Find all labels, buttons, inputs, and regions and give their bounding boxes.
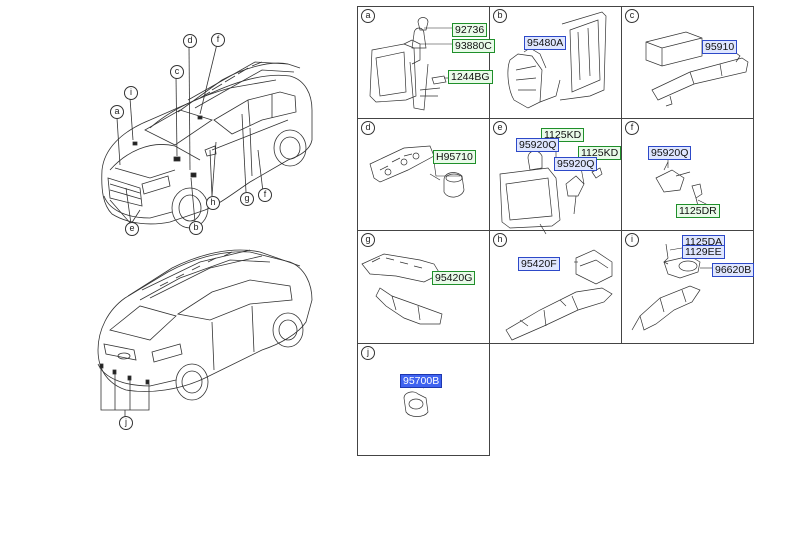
cell-letter-b: b [493, 9, 507, 23]
part-label-92736[interactable]: 92736 [452, 23, 488, 37]
callout-e[interactable]: e [125, 222, 139, 236]
callout-g[interactable]: g [240, 192, 254, 206]
part-label-93880c[interactable]: 93880C [452, 39, 495, 53]
part-label-1244bg[interactable]: 1244BG [448, 70, 493, 84]
cell-letter-e: e [493, 121, 507, 135]
front-vehicle-illustration [101, 43, 313, 229]
cell-g-sketch [361, 253, 443, 325]
cell-letter-c: c [625, 9, 639, 23]
cell-b-sketch [507, 11, 607, 109]
callout-i[interactable]: i [124, 86, 138, 100]
cell-e-sketch [499, 137, 603, 235]
cell-a-sketch [369, 17, 447, 111]
cell-j-sketch [403, 383, 429, 417]
cell-letter-h: h [493, 233, 507, 247]
callout-a[interactable]: a [110, 105, 124, 119]
part-label-95700b[interactable]: 95700B [400, 374, 443, 388]
callout-d[interactable]: d [183, 34, 197, 48]
cell-h-sketch [505, 249, 613, 341]
callout-c[interactable]: c [170, 65, 184, 79]
part-label-95910[interactable]: 95910 [702, 40, 738, 54]
cell-letter-i: i [625, 233, 639, 247]
part-label-h95710[interactable]: H95710 [433, 150, 476, 164]
cell-letter-g: g [361, 233, 375, 247]
part-label-1125dr[interactable]: 1125DR [676, 204, 720, 218]
cell-letter-f: f [625, 121, 639, 135]
parts-grid-lines [357, 6, 754, 456]
part-label-95420f[interactable]: 95420F [518, 257, 560, 271]
cell-c-sketch [645, 31, 749, 107]
callout-f-side[interactable]: f [258, 188, 272, 202]
cell-letter-a: a [361, 9, 375, 23]
callout-f-top[interactable]: f [211, 33, 225, 47]
callout-j[interactable]: j [119, 416, 133, 430]
rear-vehicle-illustration [97, 249, 313, 418]
part-label-96620b[interactable]: 96620B [712, 263, 755, 277]
cell-d-sketch [369, 145, 465, 198]
part-label-95920q-2[interactable]: 95920Q [554, 157, 598, 171]
cell-f-sketch [655, 161, 703, 207]
cell-letter-j: j [361, 346, 375, 360]
part-label-95420g[interactable]: 95420G [432, 271, 476, 285]
part-label-95480a[interactable]: 95480A [524, 36, 567, 50]
cell-letter-d: d [361, 121, 375, 135]
callout-b[interactable]: b [189, 221, 203, 235]
part-label-95920q-1[interactable]: 95920Q [516, 138, 560, 152]
part-label-1129ee[interactable]: 1129EE [682, 245, 725, 259]
part-label-95920q-3[interactable]: 95920Q [648, 146, 692, 160]
part-label-1125kd-2[interactable]: 1125KD [578, 146, 622, 160]
callout-h[interactable]: h [206, 196, 220, 210]
